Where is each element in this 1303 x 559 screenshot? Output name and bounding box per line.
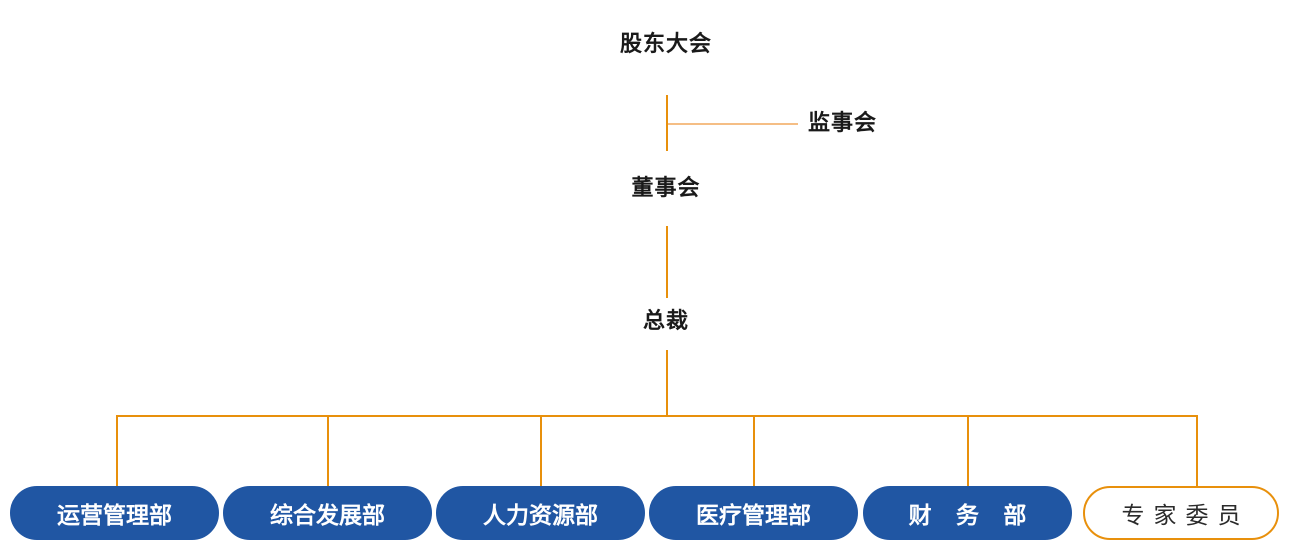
connector-shareholders-to-board bbox=[666, 95, 668, 151]
department-human-resources[interactable]: 人力资源部 bbox=[436, 486, 645, 540]
connector-drop-human-resources bbox=[540, 415, 542, 486]
connector-drop-medical-management bbox=[753, 415, 755, 486]
connector-drop-comprehensive-development bbox=[327, 415, 329, 486]
department-medical-management[interactable]: 医疗管理部 bbox=[649, 486, 858, 540]
connector-drop-operations-management bbox=[116, 415, 118, 486]
node-president: 总裁 bbox=[642, 308, 690, 333]
department-expert-committee[interactable]: 专家委员 bbox=[1083, 486, 1279, 540]
department-label: 人力资源部 bbox=[483, 502, 598, 528]
department-label: 专家委员 bbox=[1121, 502, 1250, 528]
department-operations-management[interactable]: 运营管理部 bbox=[10, 486, 219, 540]
connector-board-to-president bbox=[666, 226, 668, 298]
node-board-of-directors: 董事会 bbox=[631, 175, 701, 200]
connector-president-to-departments bbox=[666, 350, 668, 416]
node-shareholders-meeting: 股东大会 bbox=[619, 31, 713, 56]
connector-department-bus-bar bbox=[116, 415, 1198, 417]
connector-drop-finance bbox=[967, 415, 969, 486]
department-label: 医疗管理部 bbox=[696, 502, 811, 528]
department-label: 运营管理部 bbox=[57, 502, 172, 528]
connector-branch-supervisory-board bbox=[668, 123, 798, 125]
department-label: 综合发展部 bbox=[270, 502, 385, 528]
node-supervisory-board: 监事会 bbox=[808, 110, 878, 135]
department-finance[interactable]: 财 务 部 bbox=[863, 486, 1072, 540]
department-comprehensive-development[interactable]: 综合发展部 bbox=[223, 486, 432, 540]
department-label: 财 务 部 bbox=[908, 502, 1036, 528]
connector-drop-expert-committee bbox=[1196, 415, 1198, 486]
